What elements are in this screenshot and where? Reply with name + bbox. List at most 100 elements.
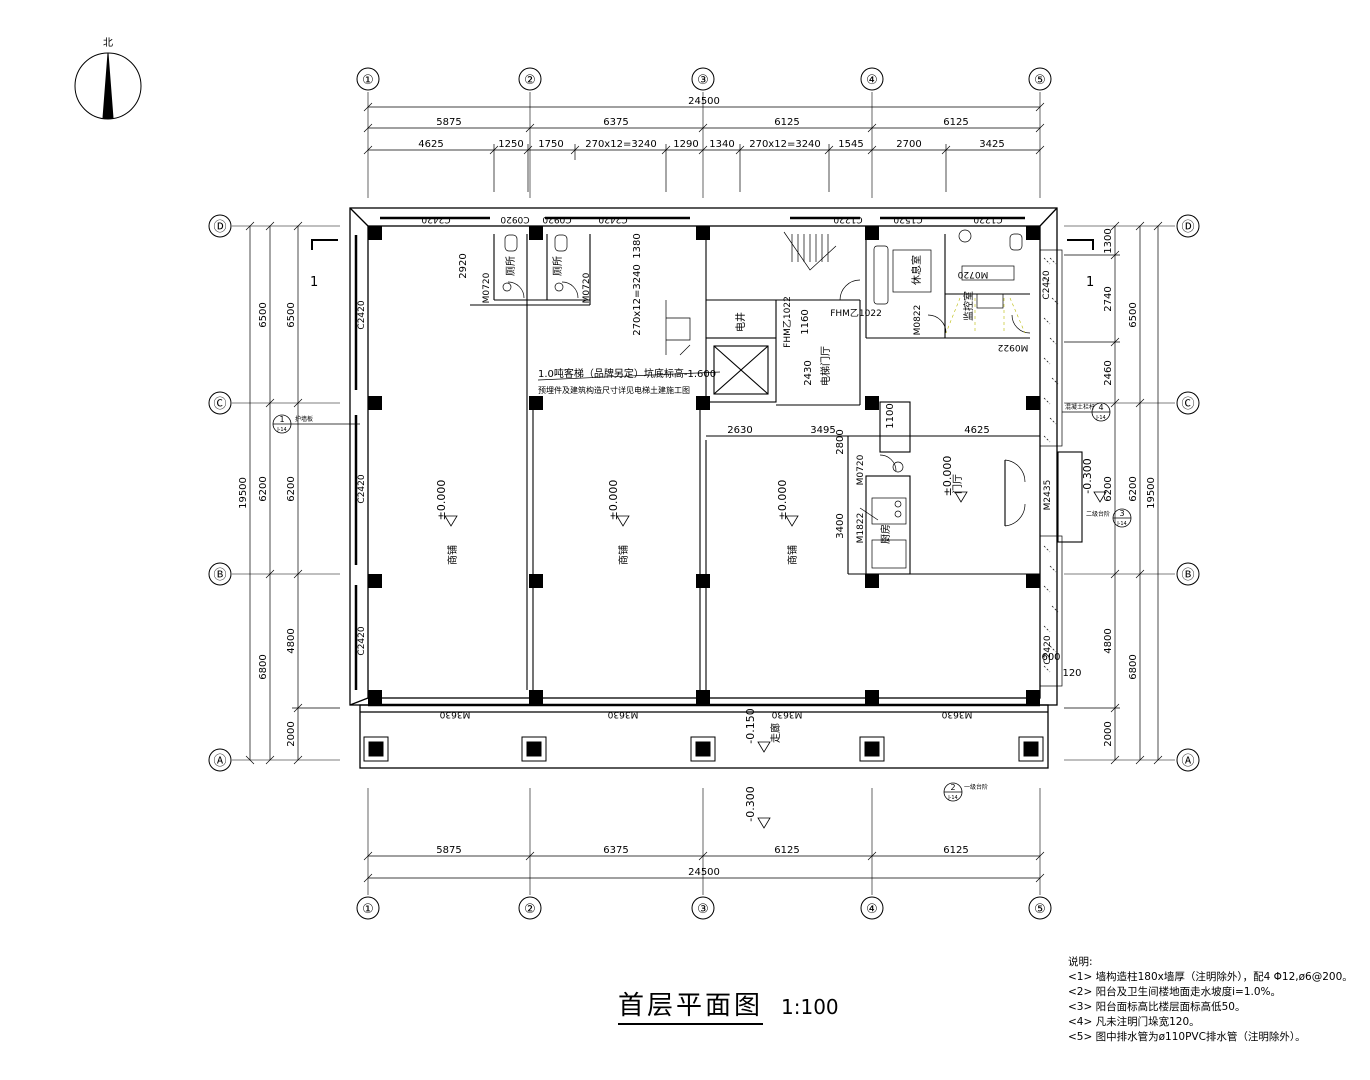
detail-ref-4-num: 4 bbox=[1098, 403, 1103, 412]
dim-left-row-3: 6800 bbox=[258, 654, 269, 679]
note-item-5: <5> 图中排水管为ø110PVC排水管（注明除外）。 bbox=[1068, 1031, 1306, 1043]
level-shop-2: ±0.000 bbox=[607, 480, 620, 521]
window-label-left-2: C2420 bbox=[357, 474, 367, 503]
window-label-top-1: C2420 bbox=[421, 214, 450, 224]
dim-detail-5: 1290 bbox=[673, 139, 698, 150]
dim-corridor-2: 3495 bbox=[810, 425, 835, 436]
door-label-fire-1: FHM乙1022 bbox=[830, 308, 882, 319]
detail-ref-1-num: 1 bbox=[279, 415, 284, 424]
column-1-3 bbox=[368, 574, 382, 588]
door-label-toilet-1: M0720 bbox=[482, 272, 492, 303]
dim-right-inner-6: 2000 bbox=[1103, 721, 1114, 746]
level-entrance-step: -0.300 bbox=[1081, 458, 1094, 493]
dim-right-row-1: 6500 bbox=[1128, 302, 1139, 327]
dim-right-inner-2: 2740 bbox=[1103, 286, 1114, 311]
dim-right-row-2: 6200 bbox=[1128, 476, 1139, 501]
room-label-elevator-hall: 电梯门厅 bbox=[819, 346, 832, 386]
column-3-3 bbox=[696, 574, 710, 588]
notes-heading: 说明: bbox=[1068, 956, 1093, 968]
door-label-monitor: M0922 bbox=[998, 342, 1029, 352]
column-3-2 bbox=[696, 396, 710, 410]
notes-block: 说明: <1> 墙构造柱180x墙厚（注明除外），配4 Φ12,ø6@200。 … bbox=[1068, 955, 1353, 1045]
detail-ref-2-num: 2 bbox=[950, 783, 955, 792]
axis-label-col-4-bottom: ④ bbox=[866, 902, 878, 917]
column-4-3 bbox=[865, 574, 879, 588]
axis-label-col-3-bottom: ③ bbox=[697, 902, 709, 917]
column-4-1 bbox=[865, 226, 879, 240]
dim-left-row-1: 6500 bbox=[258, 302, 269, 327]
column-1-4 bbox=[368, 690, 382, 704]
room-label-toilet-1: 厕所 bbox=[505, 256, 517, 276]
dim-detail-8: 1545 bbox=[838, 139, 863, 150]
section-mark-right: 1 bbox=[1086, 275, 1094, 290]
dim-left-inner-1: 6500 bbox=[286, 302, 297, 327]
detail-ref-3-label: 二级台阶 bbox=[1086, 510, 1110, 518]
note-item-1: <1> 墙构造柱180x墙厚（注明除外），配4 Φ12,ø6@200。 bbox=[1068, 971, 1353, 983]
axis-label-row-a-right: Ⓐ bbox=[1181, 754, 1194, 769]
dim-span-1: 5875 bbox=[436, 117, 461, 128]
arcade-columns bbox=[363, 736, 1044, 762]
axis-label-row-c: Ⓒ bbox=[213, 397, 226, 412]
room-label-corridor: 走廊 bbox=[769, 723, 782, 743]
column-1-2 bbox=[368, 396, 382, 410]
room-label-toilet-2: 厕所 bbox=[552, 256, 564, 276]
dim-span-1-bottom: 5875 bbox=[436, 845, 461, 856]
detail-ref-2-label: 一级台阶 bbox=[964, 783, 988, 791]
dim-door-small: 1160 bbox=[800, 309, 811, 334]
axis-label-col-2: ② bbox=[524, 73, 536, 88]
window-label-top-2: C0920 bbox=[500, 214, 529, 224]
door-label-kitchen-top: M0720 bbox=[856, 454, 866, 485]
column-4-2 bbox=[865, 396, 879, 410]
axis-label-col-2-bottom: ② bbox=[524, 902, 536, 917]
window-label-top-4: C2420 bbox=[598, 214, 627, 224]
axis-label-col-1-bottom: ① bbox=[362, 902, 374, 917]
dim-span-4-bottom: 6125 bbox=[943, 845, 968, 856]
dim-kitchen-small: 1100 bbox=[885, 403, 896, 428]
elevator-note: 1.0吨客梯（品牌另定）坑底标高-1.600 bbox=[538, 367, 716, 380]
room-label-shop-1: 商铺 bbox=[446, 545, 459, 565]
dim-left-total: 19500 bbox=[238, 477, 249, 509]
dim-elevator-hall: 2430 bbox=[803, 360, 814, 385]
column-2-4 bbox=[529, 690, 543, 704]
detail-ref-3-num: 3 bbox=[1119, 509, 1124, 518]
room-label-shop-2: 商铺 bbox=[617, 545, 630, 565]
level-shop-3: ±0.000 bbox=[776, 480, 789, 521]
door-label-office: M0822 bbox=[913, 305, 923, 336]
room-label-monitor: 监控室 bbox=[962, 291, 975, 321]
dim-span-2-bottom: 6375 bbox=[603, 845, 628, 856]
door-label-toilet-2: M0720 bbox=[582, 272, 592, 303]
column-5-1 bbox=[1026, 226, 1040, 240]
column-2-2 bbox=[529, 396, 543, 410]
window-label-left-3: C2420 bbox=[357, 626, 367, 655]
dim-detail-4: 270x12=3240 bbox=[585, 139, 657, 150]
drawing-title-text: 首层平面图 bbox=[618, 991, 764, 1025]
axis-label-row-d-right: Ⓓ bbox=[1181, 220, 1194, 235]
detail-ref-4-sheet: J-14 bbox=[1095, 415, 1105, 421]
dim-span-3: 6125 bbox=[774, 117, 799, 128]
dim-span-3-bottom: 6125 bbox=[774, 845, 799, 856]
door-label-rest: M0720 bbox=[957, 269, 988, 279]
dim-span-4: 6125 bbox=[943, 117, 968, 128]
axis-label-col-5-bottom: ⑤ bbox=[1034, 902, 1046, 917]
column-2-1 bbox=[529, 226, 543, 240]
north-label: 北 bbox=[103, 37, 113, 49]
section-mark-left: 1 bbox=[310, 275, 318, 290]
axis-label-row-a: Ⓐ bbox=[213, 754, 226, 769]
elevator-note-2: 预埋件及建筑构造尺寸详见电梯土建施工图 bbox=[538, 385, 690, 395]
dim-kitchen: 3400 bbox=[835, 513, 846, 538]
detail-ref-1-label: 护墙板 bbox=[295, 415, 313, 423]
dim-right-inner-3: 2460 bbox=[1103, 360, 1114, 385]
axis-label-row-b-right: Ⓑ bbox=[1181, 568, 1194, 583]
dim-detail-2: 1250 bbox=[498, 139, 523, 150]
dim-toilet-depth: 2920 bbox=[458, 253, 469, 278]
column-4-4 bbox=[865, 690, 879, 704]
dim-total-top: 24500 bbox=[688, 96, 720, 107]
dim-detail-1: 4625 bbox=[418, 139, 443, 150]
drawing-scale: 1:100 bbox=[781, 995, 839, 1019]
door-label-shop-3: M3630 bbox=[771, 709, 802, 719]
dim-small-600: 600 bbox=[1041, 652, 1060, 663]
note-item-2: <2> 阳台及卫生间楼地面走水坡度i=1.0%。 bbox=[1068, 986, 1282, 998]
column-5-4 bbox=[1026, 690, 1040, 704]
room-label-kitchen: 厨房 bbox=[879, 524, 892, 544]
